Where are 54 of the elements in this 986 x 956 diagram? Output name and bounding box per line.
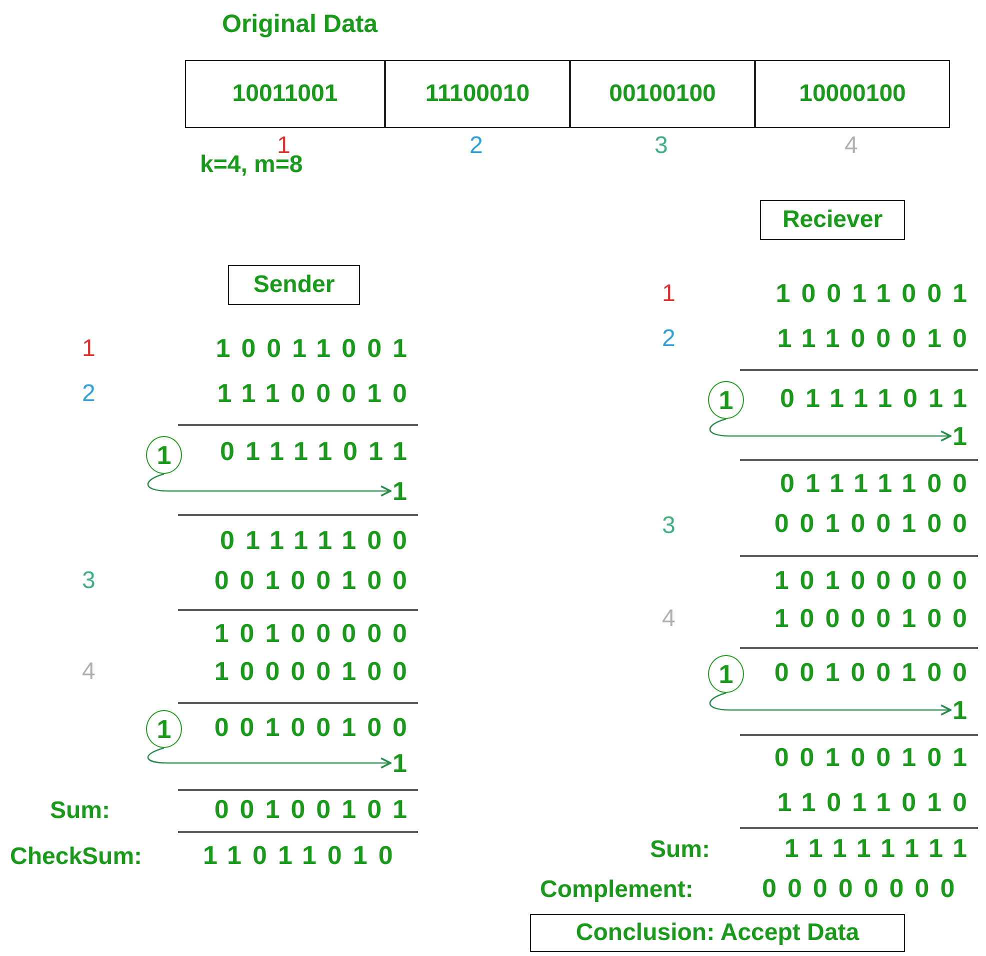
heading-box: Conclusion: Accept Data — [530, 914, 905, 952]
carry-digit: 1 — [392, 748, 418, 778]
word-number: 3 — [654, 132, 668, 160]
binary-value: 01111100 — [780, 468, 978, 498]
word-number: 1 — [82, 335, 96, 363]
word-number: 2 — [470, 132, 483, 160]
carry-circle: 1 — [708, 655, 744, 693]
binary-value: 10000100 — [774, 603, 978, 633]
binary-value: 00000000 — [762, 873, 966, 903]
binary-value: 10011001 — [776, 278, 978, 308]
binary-value: 11111111 — [784, 833, 978, 863]
binary-value: 00100100 — [774, 657, 978, 687]
carry-circle: 1 — [146, 710, 182, 748]
carry-digit: 1 — [952, 695, 978, 725]
row-label: CheckSum: — [10, 842, 142, 872]
binary-value: 11011010 — [203, 840, 404, 870]
word-number: 4 — [844, 132, 858, 160]
binary-value: 01111100 — [220, 525, 418, 555]
binary-value: 11011010 — [777, 787, 978, 817]
binary-value: 00100101 — [774, 742, 978, 772]
word-number: 2 — [82, 380, 96, 408]
word-number: 2 — [662, 325, 676, 353]
row-label: Sum: — [50, 796, 110, 826]
binary-value: 10011001 — [216, 333, 418, 363]
title: Original Data — [222, 10, 378, 39]
heading-box: Sender — [228, 265, 360, 305]
data-word-cell: 10011001 — [185, 60, 385, 128]
data-word-cell: 10000100 — [755, 60, 950, 128]
word-number: 1 — [277, 132, 290, 159]
data-word-cell: 11100010 — [385, 60, 570, 128]
binary-value: 00100100 — [214, 712, 418, 742]
carry-circle: 1 — [146, 436, 182, 474]
carry-circle: 1 — [708, 381, 744, 419]
data-word-cell: 00100100 — [570, 60, 755, 128]
binary-value: 10100000 — [774, 565, 978, 595]
binary-value: 10100000 — [214, 618, 418, 648]
carry-digit: 1 — [392, 476, 418, 506]
row-label: Sum: — [650, 835, 710, 865]
binary-value: 10000100 — [214, 656, 418, 686]
binary-value: 11100010 — [777, 323, 978, 353]
word-number: 3 — [82, 567, 96, 595]
binary-value: 00100100 — [214, 565, 418, 595]
row-label: Complement: — [540, 875, 694, 905]
carry-digit: 1 — [952, 421, 978, 451]
binary-value: 11100010 — [217, 378, 418, 408]
word-number: 4 — [662, 605, 676, 633]
word-number: 3 — [662, 512, 676, 540]
binary-value: 00100101 — [214, 794, 418, 824]
binary-value: 01111011 — [780, 383, 978, 413]
word-number: 1 — [662, 280, 676, 308]
heading-box: Reciever — [760, 200, 905, 240]
binary-value: 01111011 — [220, 436, 418, 466]
word-number: 4 — [82, 658, 96, 686]
binary-value: 00100100 — [774, 508, 978, 538]
